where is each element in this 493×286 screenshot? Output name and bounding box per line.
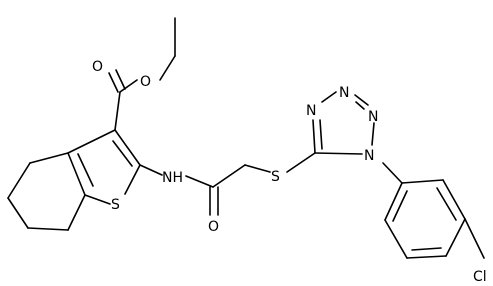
bond-c7-c7a [67,194,86,231]
atom-o-amide: O [208,219,219,235]
atom-o-ester: O [140,74,151,90]
bond-ethyl-ch2 [159,55,176,81]
bond-c5-n4-inner [319,119,323,150]
bond-aryl-2-3 [442,179,466,220]
bond-c3-c2-inner [112,140,133,167]
bond-carbonyl-1 [108,72,119,93]
bond-n3-n2-inner [355,101,365,110]
bond-ester-to-ring [114,91,121,131]
atom-n1-tetrazole: N [364,148,374,164]
bond-s-c7a [84,194,111,205]
bond-aryl-4-5 [406,255,447,259]
bond-n1-c5 [314,152,363,155]
bond-c6-c7 [27,227,69,231]
bond-n1-aryl [382,162,403,184]
bond-n4-n3 [321,91,337,103]
bond-aryl-5-6 [384,219,408,259]
bond-c7a-c3a-inner [77,153,94,187]
atom-n-tetrazole-top-left: N [306,103,316,119]
atom-n-tetrazole-right: N [368,109,378,125]
bond-c5-n4 [312,119,316,154]
bond-ch2-s [244,164,271,173]
bond-c4-c5 [7,162,31,199]
bond-aryl-4-5-inner [411,247,442,251]
bond-c3-c2 [114,129,141,166]
bond-aryl-1-2 [401,179,444,184]
bond-c7a-c3a [67,152,86,196]
atom-s-linker: S [271,169,280,185]
atom-o-carbonyl: O [92,59,103,75]
atom-cl: Cl [473,269,487,285]
atom-nh: NH [162,170,183,186]
bond-c2-s [124,164,141,195]
bond-aryl-3-4 [445,218,466,257]
bond-nh-co [185,175,214,188]
bond-c3a-c4 [29,152,69,164]
bond-carbonyl-2 [115,69,126,90]
atom-n-tetrazole-top: N [339,85,349,101]
bond-n2-n1 [371,122,375,146]
bond-c2-nh [139,164,163,176]
bond-c3-c3a [67,129,116,154]
bond-s-c5 [286,152,316,173]
bond-c5-c6 [7,197,29,229]
bond-aryl-2-3-inner [436,187,457,221]
bond-co-ch2 [212,164,246,188]
bond-ester-c-o [119,79,138,93]
bond-aryl-cl [464,218,485,259]
bond-aryl-6-1-inner [392,190,408,222]
bond-n3-n2 [354,94,369,106]
atom-s-thiophene: S [111,197,120,213]
bond-aryl-6-1 [384,182,403,221]
